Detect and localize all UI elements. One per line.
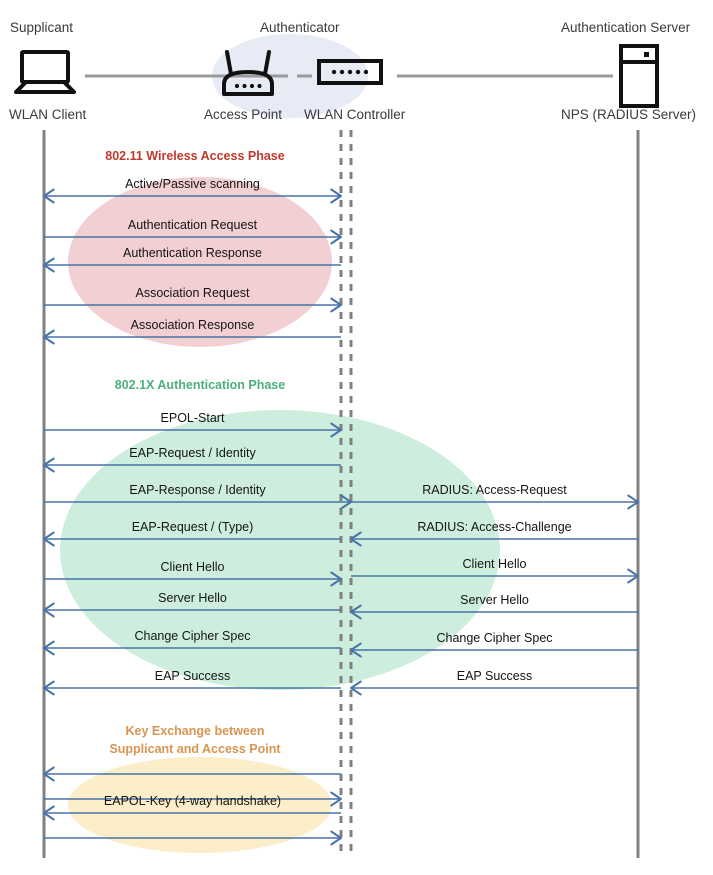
msg-server-hello-right-label: Server Hello <box>460 593 529 607</box>
arrow-head <box>43 188 55 204</box>
phase-key-exchange-ellipse <box>68 757 332 853</box>
msg-server-hello-left <box>43 602 341 618</box>
msg-association-response <box>43 329 341 345</box>
arrow-head <box>330 791 342 807</box>
msg-client-hello-right-label: Client Hello <box>462 557 527 571</box>
wireless-router-icon <box>218 50 278 103</box>
msg-eapol-start <box>44 422 342 438</box>
msg-eap-request-type <box>43 531 341 547</box>
authenticator-group-ellipse <box>212 34 368 118</box>
msg-authentication-response <box>43 257 341 273</box>
server-tower-icon <box>618 44 660 113</box>
phase-80211-wireless-access-label: 802.11 Wireless Access Phase <box>105 149 285 163</box>
msg-eapol-key-4 <box>44 830 342 846</box>
msg-eapol-start-label: EPOL-Start <box>160 411 225 425</box>
device-label-access-point: Access Point <box>204 107 283 122</box>
msg-client-hello-left-label: Client Hello <box>160 560 225 574</box>
msg-eap-request-identity <box>43 457 341 473</box>
msg-association-request <box>44 297 342 313</box>
device-label-nps-radius-server: NPS (RADIUS Server) <box>561 107 697 122</box>
msg-authentication-request <box>44 229 342 245</box>
msg-server-hello-right <box>350 604 638 620</box>
arrow-head <box>350 642 362 658</box>
msg-radius-access-challenge <box>350 531 638 547</box>
device-label-wlan-controller: WLAN Controller <box>304 107 406 122</box>
msg-radius-access-request <box>351 494 639 510</box>
msg-radius-access-challenge-label: RADIUS: Access-Challenge <box>417 520 572 534</box>
msg-active-passive-scanning <box>43 188 342 204</box>
msg-radius-access-request-label: RADIUS: Access-Request <box>422 483 567 497</box>
arrow-head <box>330 571 342 587</box>
arrow-head <box>350 680 362 696</box>
arrow-head <box>43 805 55 821</box>
msg-authentication-response-label: Authentication Response <box>123 246 262 260</box>
arrow-head <box>627 568 639 584</box>
msg-client-hello-left <box>44 571 342 587</box>
msg-active-passive-scanning-label: Active/Passive scanning <box>125 177 260 191</box>
msg-association-response-label: Association Response <box>130 318 255 332</box>
arrow-head <box>330 188 342 204</box>
msg-change-cipher-spec-right <box>350 642 638 658</box>
msg-eap-request-type-label: EAP-Request / (Type) <box>131 520 254 534</box>
arrow-head <box>627 494 639 510</box>
arrow-head <box>350 604 362 620</box>
msg-change-cipher-spec-right-label: Change Cipher Spec <box>436 631 553 645</box>
arrow-head <box>43 257 55 273</box>
msg-eapol-key-3 <box>43 805 341 821</box>
msg-eap-response-identity-label: EAP-Response / Identity <box>129 483 266 497</box>
msg-authentication-request-label: Authentication Request <box>127 218 258 232</box>
device-label-wlan-client: WLAN Client <box>9 107 87 122</box>
arrow-head <box>330 830 342 846</box>
arrow-head <box>43 640 55 656</box>
arrow-head <box>330 297 342 313</box>
arrow-head <box>43 602 55 618</box>
arrow-head <box>330 422 342 438</box>
msg-change-cipher-spec-left-label: Change Cipher Spec <box>134 629 251 643</box>
role-label-authenticator: Authenticator <box>260 20 340 35</box>
msg-eap-success-right-label: EAP Success <box>456 669 533 683</box>
msg-eap-request-identity-label: EAP-Request / Identity <box>129 446 256 460</box>
arrow-head <box>43 680 55 696</box>
arrow-head <box>43 531 55 547</box>
phase-8021x-authentication-ellipse <box>60 410 500 690</box>
msg-eap-success-right <box>350 680 638 696</box>
arrow-head <box>43 457 55 473</box>
laptop-icon <box>14 50 80 99</box>
arrow-head <box>330 229 342 245</box>
msg-association-request-label: Association Request <box>135 286 250 300</box>
msg-eapol-key-3-label: EAPOL-Key (4-way handshake) <box>103 794 282 808</box>
msg-eap-success-left-label: EAP Success <box>154 669 231 683</box>
msg-eap-success-left <box>43 680 341 696</box>
arrow-head <box>43 766 55 782</box>
msg-server-hello-left-label: Server Hello <box>158 591 227 605</box>
role-label-supplicant: Supplicant <box>10 20 74 35</box>
arrow-head <box>43 329 55 345</box>
phase-8021x-authentication-label: 802.1X Authentication Phase <box>114 378 286 392</box>
role-label-authentication-server: Authentication Server <box>561 20 691 35</box>
network-switch-icon <box>317 58 383 91</box>
msg-eapol-key-1 <box>43 766 341 782</box>
msg-client-hello-right <box>351 568 639 584</box>
arrow-head <box>350 531 362 547</box>
msg-change-cipher-spec-left <box>43 640 341 656</box>
msg-eapol-key-2 <box>44 791 342 807</box>
